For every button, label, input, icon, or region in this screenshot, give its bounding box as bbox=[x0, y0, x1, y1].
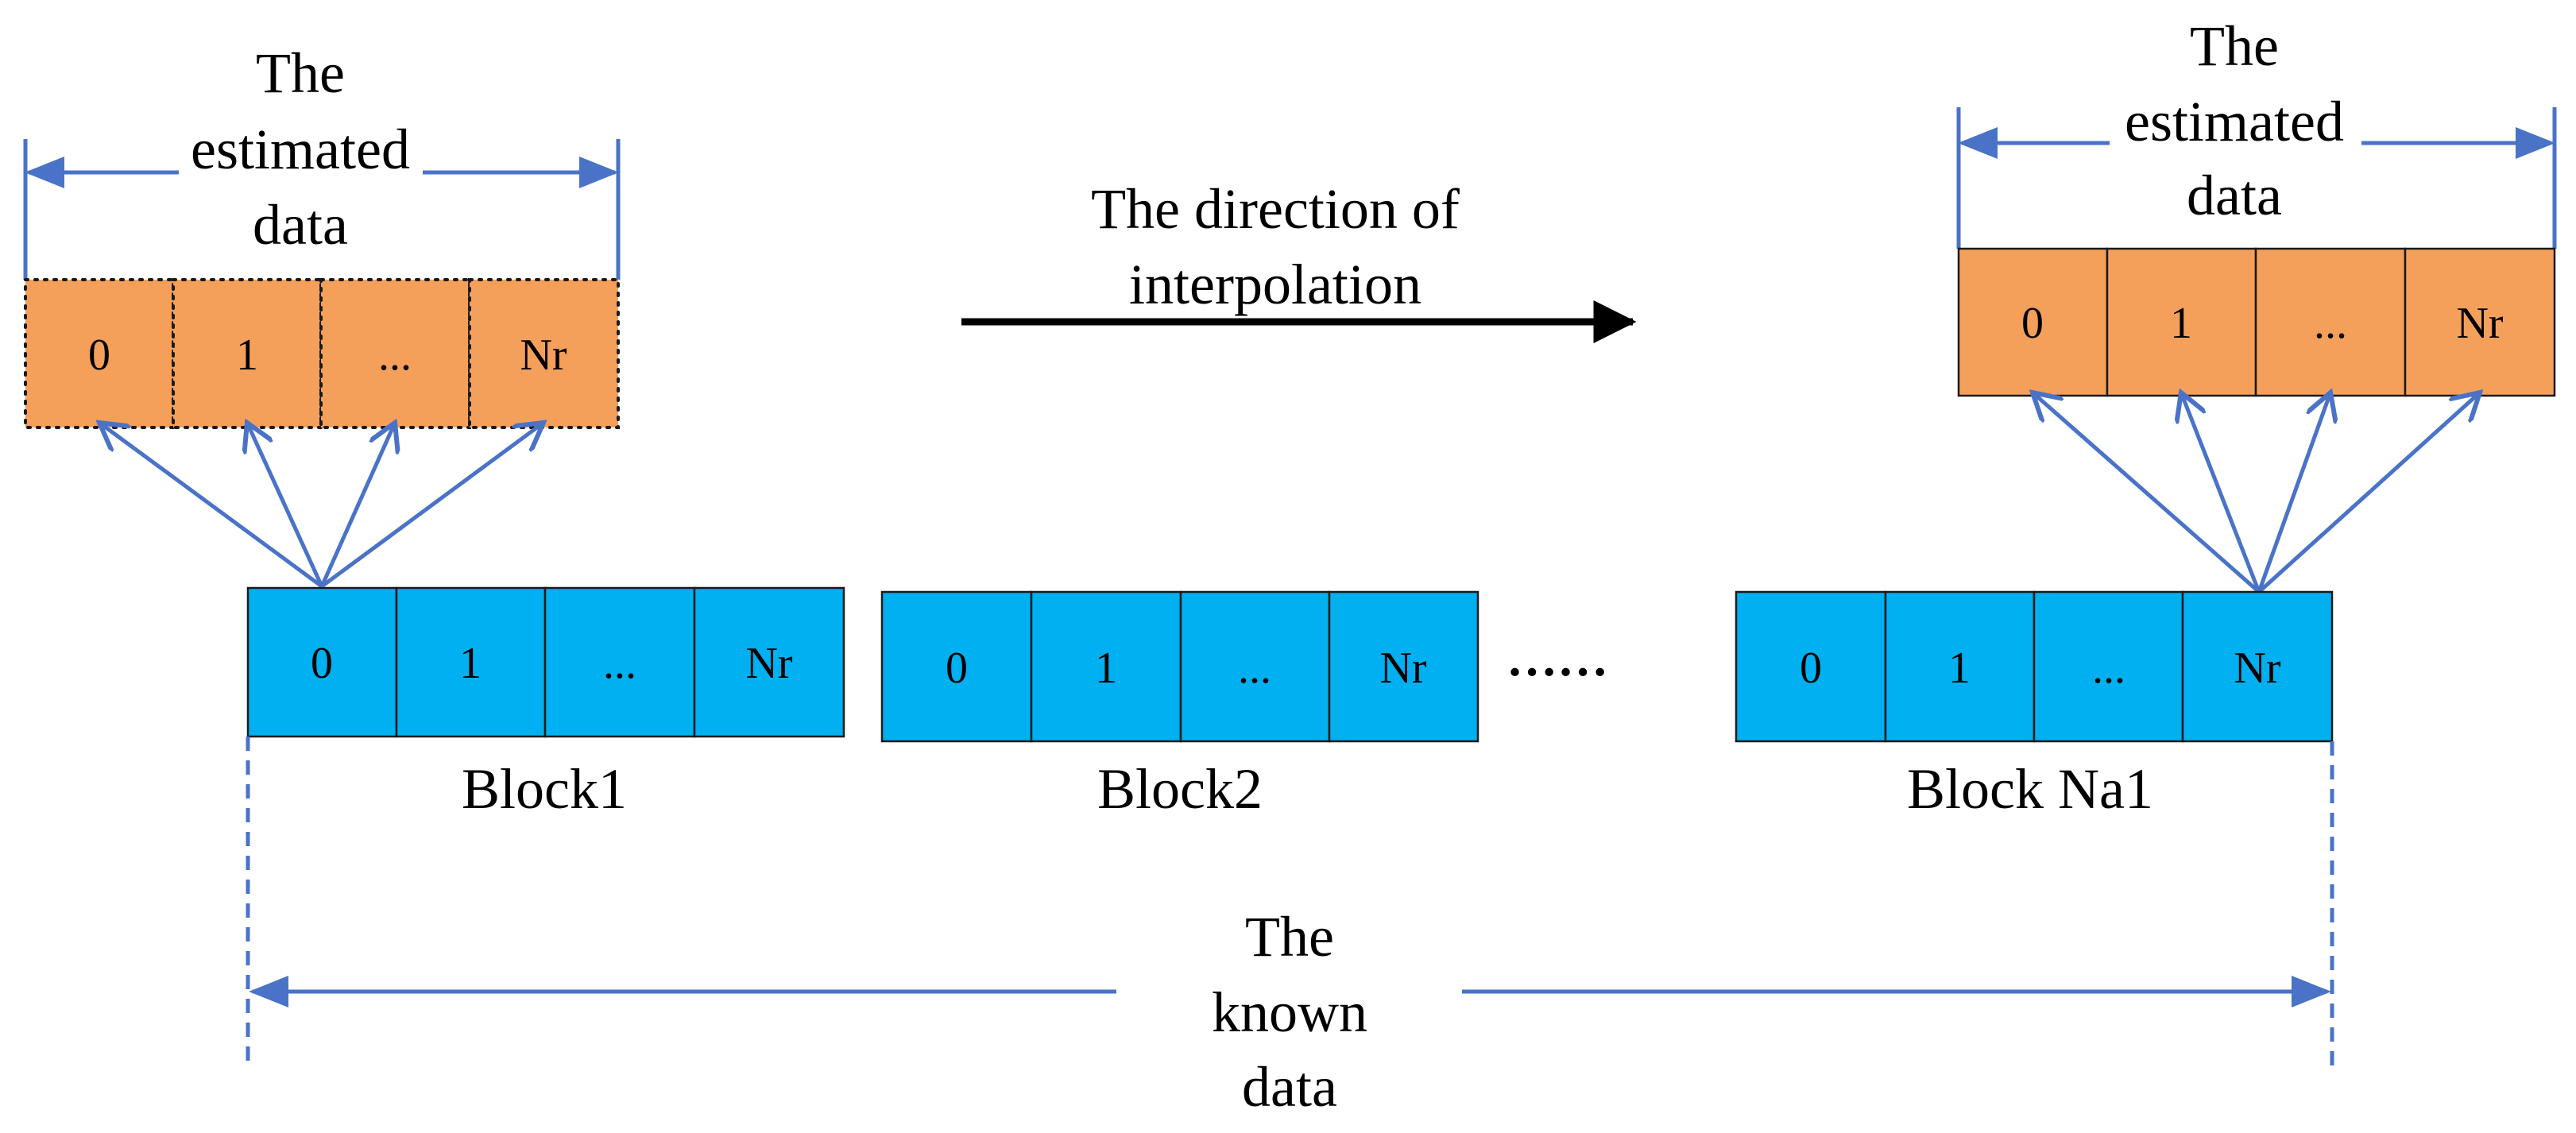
estimated-right-cell-label-3: Nr bbox=[2456, 299, 2503, 348]
estimated-right-cell-label-0: 0 bbox=[2021, 299, 2044, 348]
estimated-right-cell-1 bbox=[2106, 247, 2257, 397]
blockna1-cell-label-2: ... bbox=[2092, 644, 2125, 693]
estimated-left-label-line1: The bbox=[256, 41, 345, 105]
known-label-line3: data bbox=[1242, 1055, 1337, 1119]
direction-label-line1: The direction of bbox=[1091, 177, 1460, 241]
block1-cell-label-2: ... bbox=[603, 639, 636, 688]
estimated-right-cell-3 bbox=[2404, 247, 2556, 397]
block2-label: Block2 bbox=[1097, 757, 1263, 821]
block1-cell-0 bbox=[246, 586, 398, 738]
connector-right-3 bbox=[2257, 392, 2480, 594]
estimated-left-cell-0 bbox=[24, 278, 175, 429]
block2-cell-3 bbox=[1328, 590, 1479, 743]
known-label-line2: known bbox=[1212, 980, 1367, 1044]
blockna1-cell-1 bbox=[1884, 590, 2036, 743]
known-label-line1: The bbox=[1245, 905, 1334, 969]
estimated-right-label-line2: estimated bbox=[2125, 90, 2344, 153]
estimated-left-connectors bbox=[99, 423, 543, 589]
block2-cell-label-0: 0 bbox=[946, 644, 968, 693]
estimated-left-cell-2 bbox=[319, 278, 471, 429]
connector-left-1 bbox=[247, 423, 324, 588]
block2-cell-label-1: 1 bbox=[1095, 644, 1117, 693]
block2-cell-label-2: ... bbox=[1238, 644, 1271, 693]
interpolation-direction: The direction of interpolation bbox=[961, 177, 1637, 343]
estimated-right-label-line3: data bbox=[2187, 164, 2282, 227]
estimated-right-cell-label-1: 1 bbox=[2170, 299, 2192, 348]
block-na1: 0 1 ... Nr Block Na1 bbox=[1735, 590, 2334, 821]
connector-right-2 bbox=[2257, 392, 2330, 593]
estimated-left-cell-label-1: 1 bbox=[236, 331, 258, 380]
estimated-left-label-line3: data bbox=[253, 193, 348, 257]
connector-left-3 bbox=[320, 423, 543, 589]
blockna1-cell-3 bbox=[2181, 590, 2334, 743]
block1-cell-label-1: 1 bbox=[459, 639, 482, 688]
estimated-right-cell-2 bbox=[2254, 247, 2407, 397]
block2-cell-label-3: Nr bbox=[1379, 644, 1426, 693]
blockna1-cell-label-3: Nr bbox=[2234, 644, 2280, 693]
block1-cell-label-0: 0 bbox=[311, 639, 333, 688]
blockna1-label: Block Na1 bbox=[1907, 757, 2153, 821]
estimated-left-cell-3 bbox=[468, 278, 620, 429]
estimated-data-left: The estimated data 0 1 ... Nr bbox=[23, 41, 621, 589]
known-data-span: The known data bbox=[246, 737, 2334, 1119]
block-2: 0 1 ... Nr Block2 bbox=[880, 590, 1479, 821]
estimated-data-right: The estimated data 0 1 ... Nr bbox=[1956, 14, 2557, 594]
estimated-right-connectors bbox=[2033, 392, 2480, 594]
estimated-left-cell-label-2: ... bbox=[378, 331, 412, 380]
estimated-right-label-line1: The bbox=[2190, 14, 2279, 78]
estimated-left-cell-label-0: 0 bbox=[88, 331, 110, 380]
blockna1-cell-0 bbox=[1735, 590, 1887, 743]
block-1: 0 1 ... Nr Block1 bbox=[246, 586, 845, 821]
connector-right-1 bbox=[2181, 392, 2261, 593]
block1-label: Block1 bbox=[462, 757, 627, 821]
block1-cell-2 bbox=[543, 586, 696, 738]
estimated-left-label-line2: estimated bbox=[191, 118, 410, 181]
block1-cell-label-3: Nr bbox=[745, 639, 792, 688]
block1-cell-3 bbox=[693, 586, 845, 738]
blockna1-cell-label-0: 0 bbox=[1800, 644, 1822, 693]
connector-left-2 bbox=[319, 423, 395, 588]
direction-label-line2: interpolation bbox=[1129, 253, 1421, 316]
blocks-ellipsis: …… bbox=[1507, 630, 1608, 686]
blockna1-cell-2 bbox=[2033, 590, 2184, 743]
block2-cell-1 bbox=[1030, 590, 1182, 743]
blockna1-cell-label-1: 1 bbox=[1948, 644, 1971, 693]
estimated-right-cell-label-2: ... bbox=[2314, 299, 2347, 348]
block2-cell-0 bbox=[880, 590, 1033, 743]
block2-cell-2 bbox=[1179, 590, 1331, 743]
estimated-left-cell-label-3: Nr bbox=[520, 331, 567, 380]
estimated-left-cells: 0 1 ... Nr bbox=[24, 278, 620, 429]
connector-right-0 bbox=[2033, 392, 2261, 594]
block1-cell-1 bbox=[395, 586, 547, 738]
estimated-right-cells: 0 1 ... Nr bbox=[1957, 247, 2556, 397]
connector-left-0 bbox=[99, 423, 323, 589]
